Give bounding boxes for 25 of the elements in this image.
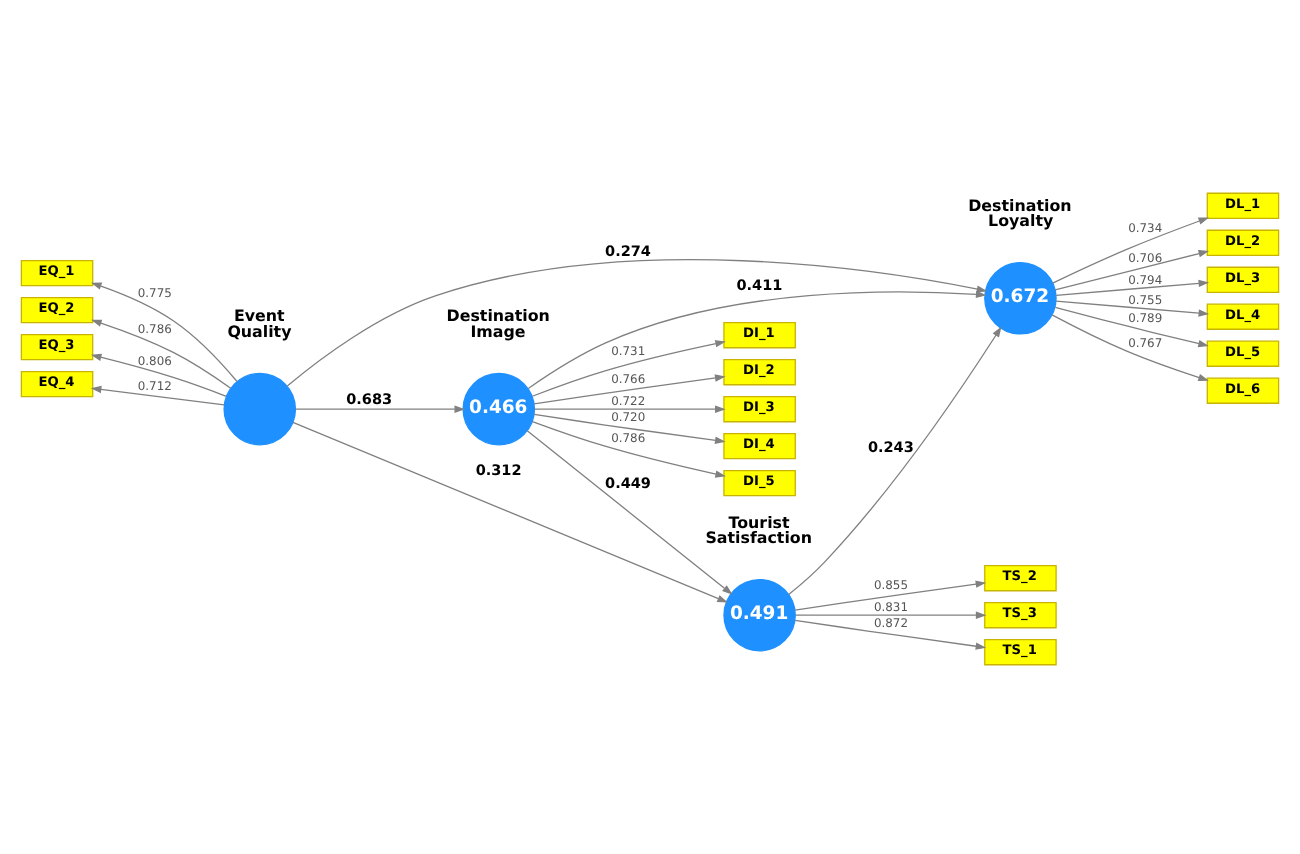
- arrow: [533, 412, 726, 444]
- arrow: [1055, 299, 1210, 316]
- arrow: [292, 420, 728, 602]
- node-circle: 0.672: [984, 260, 1057, 334]
- arrow: [794, 579, 987, 610]
- arrow: [91, 318, 232, 388]
- arrow: [531, 419, 726, 477]
- arrow: [90, 352, 227, 397]
- node-circle: [223, 371, 297, 445]
- node-circle: 0.466: [462, 371, 536, 445]
- arrow: [294, 404, 466, 412]
- arrow: [531, 339, 726, 396]
- arrow: [526, 429, 733, 594]
- arrow: [1054, 305, 1209, 347]
- arrow: [788, 325, 1002, 595]
- arrow: [1052, 216, 1210, 283]
- arrow: [795, 610, 987, 618]
- arrow: [533, 373, 726, 404]
- arrow: [1054, 248, 1210, 290]
- arrow: [794, 618, 987, 649]
- arrow: [90, 384, 225, 405]
- arrow: [91, 281, 238, 382]
- arrow: [534, 404, 726, 412]
- arrow: [1051, 313, 1209, 380]
- arrow: [1055, 278, 1210, 296]
